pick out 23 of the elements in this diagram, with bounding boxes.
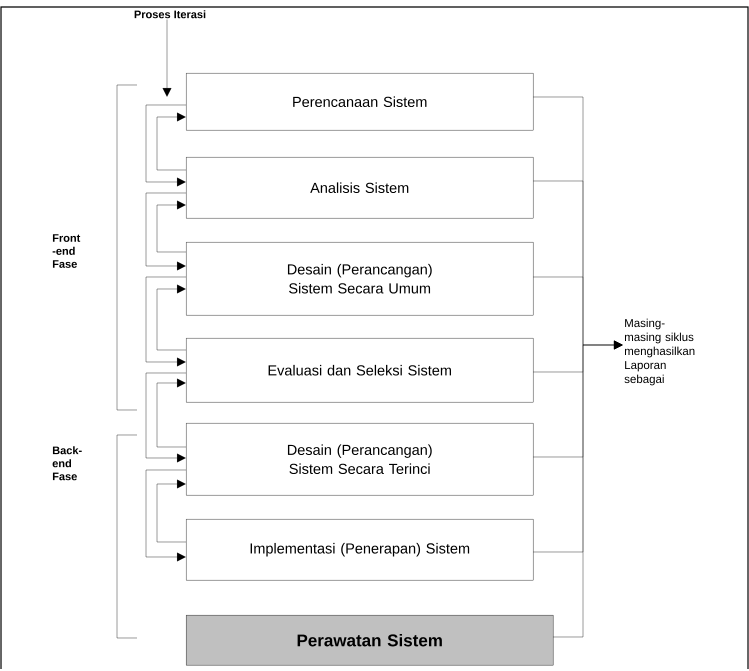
process-box: Evaluasi dan Seleksi Sistem	[186, 338, 534, 402]
process-box: Desain (Perancangan) Sistem Secara Terinci	[186, 423, 534, 496]
arrow	[146, 372, 186, 462]
arrow	[156, 480, 186, 542]
phase-label: Back- end Fase	[52, 446, 82, 480]
process-box: Analisis Sistem	[186, 157, 534, 218]
heading-text: Proses Iterasi	[134, 10, 206, 18]
arrow	[146, 470, 186, 562]
process-box: Implementasi (Penerapan) Sistem	[186, 519, 534, 580]
arrow	[162, 19, 172, 97]
note-text: Masing-masing siklus menghasilkan Laporan sebagai	[624, 318, 694, 386]
phase-label: Front -end Fase	[52, 234, 80, 268]
arrow	[156, 378, 186, 448]
process-box: Desain (Perancangan) Sistem Secara Umum	[186, 242, 534, 316]
arrow	[146, 104, 186, 186]
process-box: Perencanaan Sistem	[186, 73, 534, 130]
arrow	[553, 340, 623, 638]
maintenance-box: Perawatan Sistem	[186, 615, 554, 666]
arrow	[156, 200, 186, 252]
arrow	[146, 192, 186, 270]
arrow	[156, 112, 186, 170]
arrow	[156, 284, 186, 350]
arrow	[146, 276, 186, 366]
